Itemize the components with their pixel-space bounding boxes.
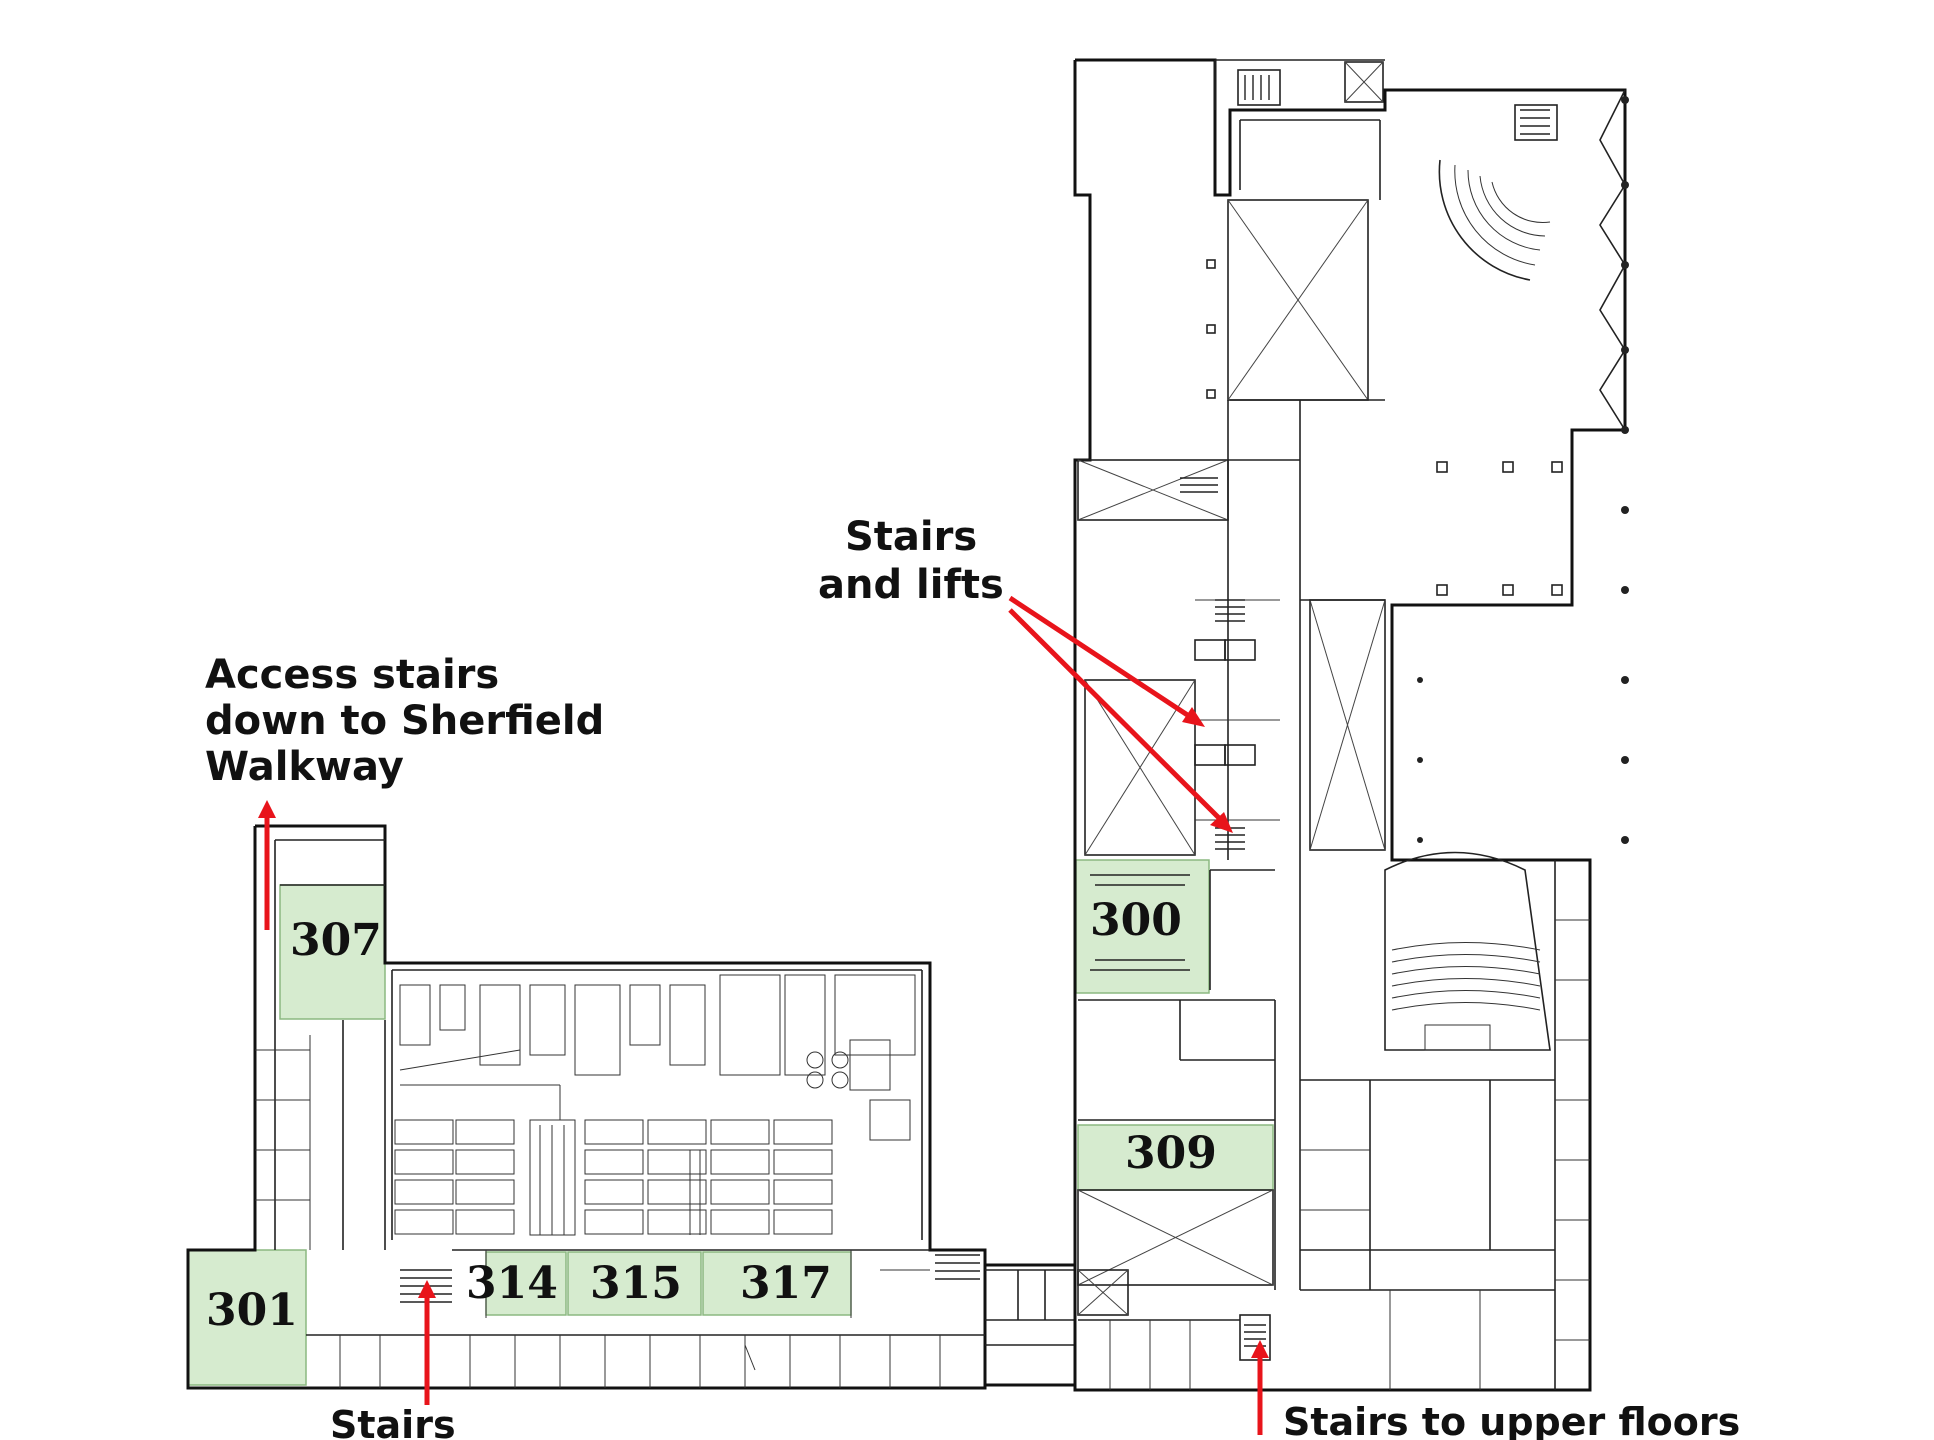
room-label-307: 307 <box>290 915 382 966</box>
arrowhead-stairs <box>418 1280 436 1298</box>
room-300-stairs <box>1090 874 1190 971</box>
room-301[interactable] <box>187 1249 307 1386</box>
arrowhead-access-stairs <box>258 800 276 818</box>
arrowhead-stairs-upper <box>1251 1340 1269 1358</box>
connector-bridge <box>985 1263 1077 1387</box>
room-309[interactable] <box>1077 1124 1274 1191</box>
room-label-317: 317 <box>740 1258 832 1309</box>
arrowhead-stairs-core <box>1210 812 1233 833</box>
void-atrium-south <box>1077 1189 1274 1316</box>
room-label-300: 300 <box>1090 895 1182 946</box>
label-access-stairs-line3: Walkway <box>205 744 404 790</box>
core-stairs <box>1180 477 1245 850</box>
arrows <box>258 595 1269 1435</box>
void-atrium-right <box>1309 599 1386 851</box>
label-access-stairs-line1: Access stairs <box>205 652 499 698</box>
east-wing <box>1073 58 1629 1392</box>
arrowhead-lifts <box>1182 707 1205 727</box>
arrow-to-lifts <box>1008 595 1194 721</box>
label-stairs-to-upper-floors: Stairs to upper floors <box>1283 1400 1740 1440</box>
west-wing <box>186 824 987 1390</box>
label-access-stairs-line2: down to Sherfield <box>205 698 604 744</box>
room-label-314: 314 <box>466 1258 558 1309</box>
label-stairs-and-lifts-line2: and lifts <box>818 562 1004 608</box>
room-labels: 307 301 314 315 317 300 309 <box>206 895 1217 1336</box>
void-atrium-mid <box>1077 459 1229 521</box>
label-stairs: Stairs <box>330 1403 456 1440</box>
stairs-upper-floors <box>1239 1314 1271 1361</box>
void-atrium-upper <box>1227 199 1369 401</box>
room-317[interactable] <box>702 1251 852 1316</box>
room-314[interactable] <box>485 1251 567 1316</box>
annotations: Stairs and lifts Access stairs down to S… <box>205 514 1740 1440</box>
room-315[interactable] <box>567 1251 702 1316</box>
room-label-315: 315 <box>590 1258 682 1309</box>
arrow-to-stairs-core <box>1008 608 1225 824</box>
amphitheatre <box>1438 104 1558 281</box>
stairs-east-wing <box>935 1254 980 1280</box>
lecture-theatre <box>1384 851 1551 1051</box>
plant-room <box>394 974 916 1236</box>
room-300[interactable] <box>1075 859 1210 994</box>
label-stairs-and-lifts-line1: Stairs <box>845 514 977 560</box>
room-label-301: 301 <box>206 1285 298 1336</box>
room-label-309: 309 <box>1125 1128 1217 1179</box>
room-307[interactable] <box>279 884 386 1020</box>
